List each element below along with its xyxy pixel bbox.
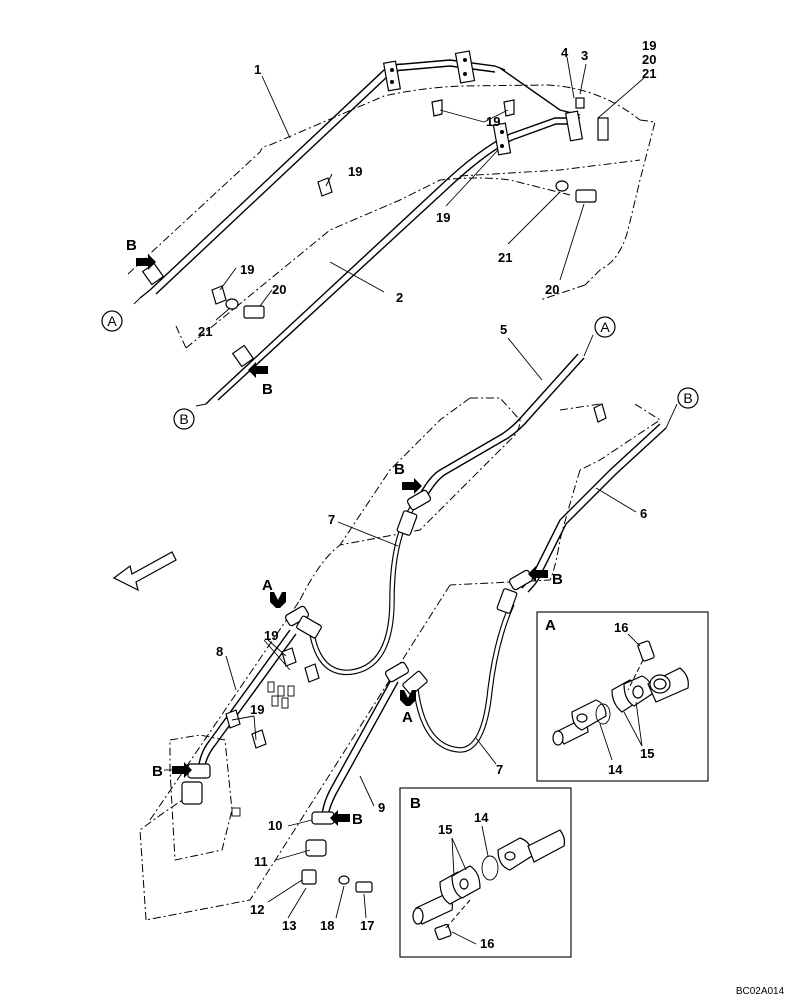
connection-label-a-mid: A xyxy=(600,319,610,335)
pipe-5 xyxy=(419,353,585,499)
detail-a-callout-15: 15 xyxy=(640,746,654,761)
view-marker-b-2: B xyxy=(262,381,273,398)
leader-lines-lower xyxy=(164,337,637,919)
pipe-9 xyxy=(321,677,399,819)
connection-label-b-mid: B xyxy=(683,390,692,406)
callout-21b: 21 xyxy=(198,324,212,339)
callout-11: 11 xyxy=(254,854,268,869)
connection-circle-b-upper xyxy=(173,408,195,430)
view-marker-b-3: B xyxy=(394,461,405,478)
view-marker-b-5: B xyxy=(152,763,163,780)
connection-circle-a-upper xyxy=(101,310,123,332)
callout-17: 17 xyxy=(360,918,374,933)
callout-19a: 19 xyxy=(642,38,656,53)
detail-view-a: A 16 14 15 xyxy=(536,611,709,782)
callout-13: 13 xyxy=(282,918,296,933)
brackets-pipe-8 xyxy=(231,681,295,817)
detail-b-callout-16: 16 xyxy=(480,936,494,951)
callout-10: 10 xyxy=(268,818,282,833)
arrow-b-mid-3 xyxy=(172,762,192,778)
pipe-2 xyxy=(211,117,580,401)
callout-1: 1 xyxy=(254,62,261,77)
callout-9: 9 xyxy=(378,800,385,815)
boom-outline-upper xyxy=(127,84,656,349)
callout-3: 3 xyxy=(581,48,588,63)
arrow-b-upper-2 xyxy=(248,362,268,378)
callout-19e: 19 xyxy=(240,262,254,277)
view-marker-b-1: B xyxy=(126,237,137,254)
connection-label-a-upper: A xyxy=(107,313,117,329)
view-marker-a-1: A xyxy=(262,577,273,594)
arrow-b-mid-2 xyxy=(528,566,548,582)
detail-a-title: A xyxy=(545,617,556,634)
view-marker-a-2: A xyxy=(402,709,413,726)
callout-6: 6 xyxy=(640,506,647,521)
pipe-clamps-upper xyxy=(141,50,609,368)
hose-7-lower xyxy=(413,602,515,753)
detail-a-callout-16: 16 xyxy=(614,620,628,635)
arrow-b-mid-4 xyxy=(330,810,350,826)
view-marker-b-6: B xyxy=(352,811,363,828)
callout-2: 2 xyxy=(396,290,403,305)
callout-19d: 19 xyxy=(436,210,450,225)
hose-7-upper xyxy=(309,506,415,676)
callout-21a: 21 xyxy=(642,66,656,81)
leader-a-mid xyxy=(583,334,594,357)
callout-19g: 19 xyxy=(250,702,264,717)
detail-view-b: B 15 14 16 xyxy=(399,787,572,958)
callout-18: 18 xyxy=(320,918,334,933)
callout-19f: 19 xyxy=(264,628,278,643)
callout-12: 12 xyxy=(250,902,264,917)
pipe-2-stub xyxy=(205,397,213,405)
arrow-a-mid-2 xyxy=(400,690,416,706)
callouts-lower: 5 6 7 7 8 9 10 11 12 13 18 17 19 19 xyxy=(216,322,647,933)
pipe-1 xyxy=(149,59,581,295)
connection-circle-a-mid xyxy=(594,316,616,338)
pipe-1-stub xyxy=(139,289,151,299)
callout-20c: 20 xyxy=(545,282,559,297)
view-marker-b-4: B xyxy=(552,571,563,588)
leader-b-mid xyxy=(665,403,678,429)
drawing-ref-code: BC02A014 xyxy=(736,986,785,997)
detail-b-callout-15: 15 xyxy=(438,822,452,837)
connection-label-b-upper: B xyxy=(179,411,188,427)
callout-7b: 7 xyxy=(496,762,503,777)
callouts-upper: 1 2 3 4 19 20 21 19 19 19 19 20 21 21 20 xyxy=(198,38,656,339)
callout-20a: 20 xyxy=(642,52,656,67)
callout-21c: 21 xyxy=(498,250,512,265)
arrow-b-mid-1 xyxy=(402,478,422,494)
detail-b-title: B xyxy=(410,795,421,812)
callout-19b: 19 xyxy=(486,114,500,129)
callout-19c: 19 xyxy=(348,164,362,179)
callout-5: 5 xyxy=(500,322,507,337)
bolts-washers-upper xyxy=(225,180,597,319)
callout-4: 4 xyxy=(561,45,569,60)
detail-b-callout-14: 14 xyxy=(474,810,489,825)
pipe-8 xyxy=(197,629,297,771)
connection-circle-b-mid xyxy=(677,387,699,409)
detail-a-callout-14: 14 xyxy=(608,762,623,777)
callout-20b: 20 xyxy=(272,282,286,297)
callout-8: 8 xyxy=(216,644,223,659)
callout-7a: 7 xyxy=(328,512,335,527)
direction-arrow-icon xyxy=(112,551,177,592)
arrow-b-upper-1 xyxy=(136,254,156,270)
hose-fittings xyxy=(181,403,607,893)
arrow-a-mid-1 xyxy=(270,592,286,608)
leader-lines-upper xyxy=(133,56,645,407)
